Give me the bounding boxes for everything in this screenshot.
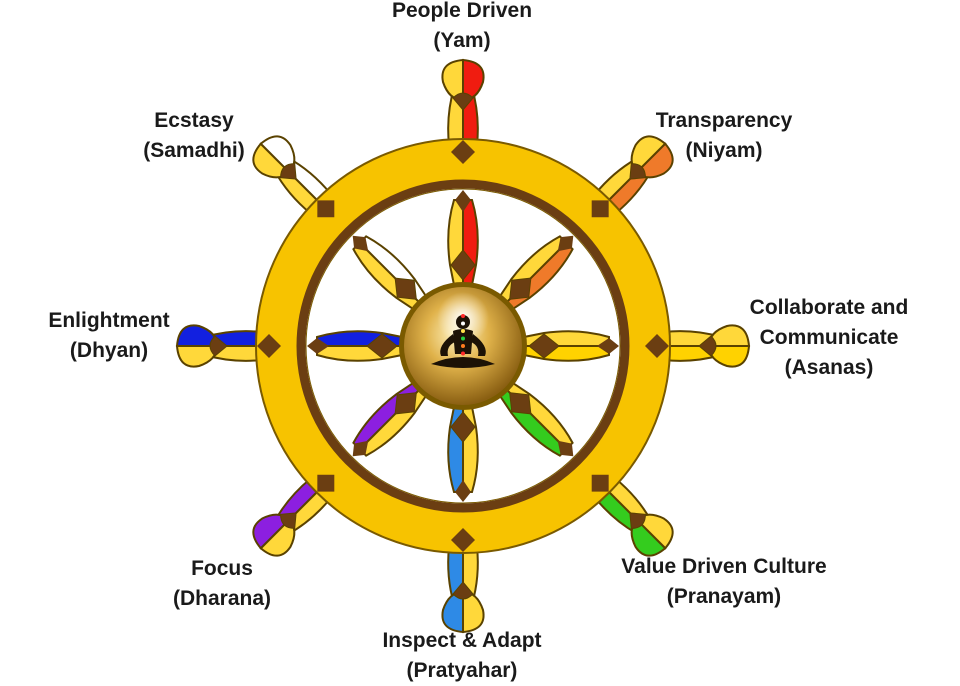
- label-niyam-subtitle: (Niyam): [685, 139, 763, 162]
- label-samadhi: Ecstasy (Samadhi): [143, 106, 245, 166]
- label-dhyan: Enlightment (Dhyan): [48, 306, 169, 366]
- label-pranayam: Value Driven Culture (Pranayam): [621, 552, 826, 612]
- spoke-pratyahar: [441, 396, 485, 634]
- label-pranayam-subtitle: (Pranayam): [666, 585, 782, 608]
- label-pranayam-title: Value Driven Culture: [621, 555, 827, 578]
- label-dhyan-title: Enlightment: [48, 309, 170, 332]
- label-dharana-subtitle: (Dharana): [172, 587, 272, 610]
- meditating-figure-icon: [431, 314, 495, 368]
- spoke-niyam: [492, 135, 674, 317]
- label-dhyan-subtitle: (Dhyan): [69, 339, 149, 362]
- spoke-dharana: [252, 375, 434, 557]
- spoke-asanas: [513, 324, 751, 368]
- label-pratyahar-title: Inspect & Adapt: [382, 629, 542, 652]
- label-yam-subtitle: (Yam): [433, 29, 491, 52]
- label-asanas-title: Collaborate and: [749, 296, 909, 319]
- spoke-yam: [441, 58, 485, 296]
- label-pratyahar-subtitle: (Pratyahar): [406, 659, 518, 682]
- label-niyam: Transparency (Niyam): [656, 106, 793, 166]
- spoke-samadhi: [252, 135, 434, 317]
- label-asanas-subtitle: (Asanas): [784, 356, 874, 379]
- label-samadhi-title: Ecstasy: [154, 109, 234, 132]
- label-yam: People Driven (Yam): [392, 0, 532, 56]
- label-dharana-title: Focus: [191, 557, 253, 580]
- label-pratyahar: Inspect & Adapt (Pratyahar): [382, 626, 541, 686]
- label-dharana: Focus (Dharana): [173, 554, 271, 614]
- label-asanas-title2: Communicate: [759, 326, 899, 349]
- label-asanas: Collaborate and Communicate (Asanas): [750, 293, 909, 383]
- label-yam-title: People Driven: [391, 0, 533, 22]
- inner-ring: [296, 179, 630, 513]
- label-niyam-title: Transparency: [655, 109, 793, 132]
- label-samadhi-subtitle: (Samadhi): [143, 139, 245, 162]
